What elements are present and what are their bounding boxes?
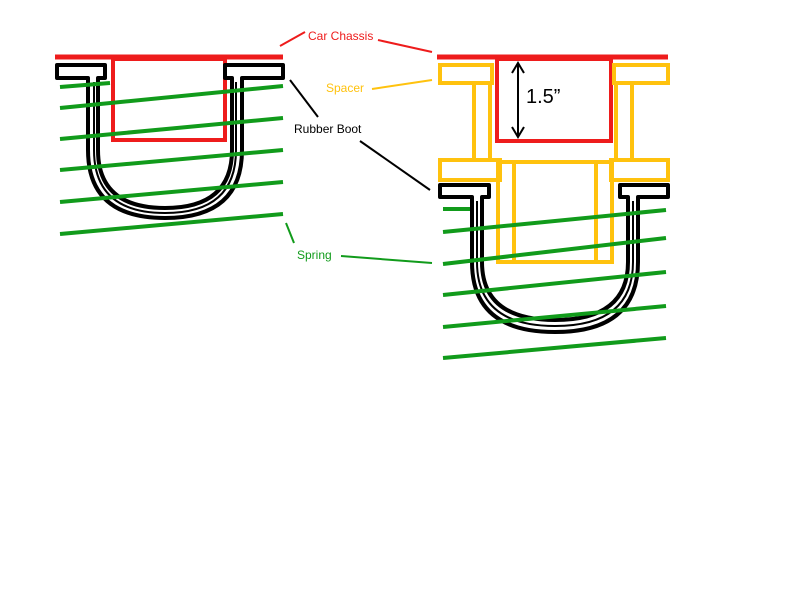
spacer-lower-mount — [496, 160, 614, 264]
spacer-top-right-flange — [612, 63, 670, 85]
left-spring-coil — [59, 116, 284, 141]
spring-leader-left — [285, 222, 295, 244]
left-spring-coil — [59, 180, 284, 204]
dimension-arrow-head-bottom — [511, 126, 525, 139]
left-rubber-boot-inner — [93, 82, 237, 215]
label-rubber-boot: Rubber Boot — [294, 122, 362, 136]
chassis-leader-left — [279, 31, 306, 47]
spacer-leader — [371, 79, 433, 90]
left-spring-coil — [59, 148, 284, 172]
right-spring-coil — [442, 236, 667, 266]
spring-leader-right — [340, 255, 433, 264]
left-spring-coil — [59, 81, 111, 89]
chassis-leader-right — [377, 39, 433, 53]
dimension-arrow-head-top — [511, 61, 525, 74]
dimension-arrow — [511, 61, 525, 139]
left-spring-coil — [59, 84, 284, 110]
right-assembly — [437, 54, 670, 360]
label-car-chassis: Car Chassis — [308, 29, 373, 43]
left-spring-coil — [59, 212, 284, 236]
left-spring — [59, 81, 284, 236]
right-spring-coil — [442, 336, 667, 360]
boot-leader-left — [289, 79, 319, 118]
callout-lines — [279, 31, 433, 264]
right-spring-coil — [442, 208, 667, 234]
label-spacer: Spacer — [326, 81, 364, 95]
right-spring-coil — [442, 270, 667, 297]
boot-leader-right — [359, 140, 431, 191]
label-dimension: 1.5” — [526, 86, 560, 108]
spacer — [438, 63, 670, 264]
left-assembly — [55, 54, 285, 236]
label-spring: Spring — [297, 248, 332, 262]
spacer-top-left-flange — [438, 63, 494, 85]
right-chassis-mount — [495, 57, 613, 143]
right-spring — [442, 207, 667, 360]
right-spring-coil — [442, 304, 667, 329]
left-chassis-mount — [111, 57, 227, 142]
